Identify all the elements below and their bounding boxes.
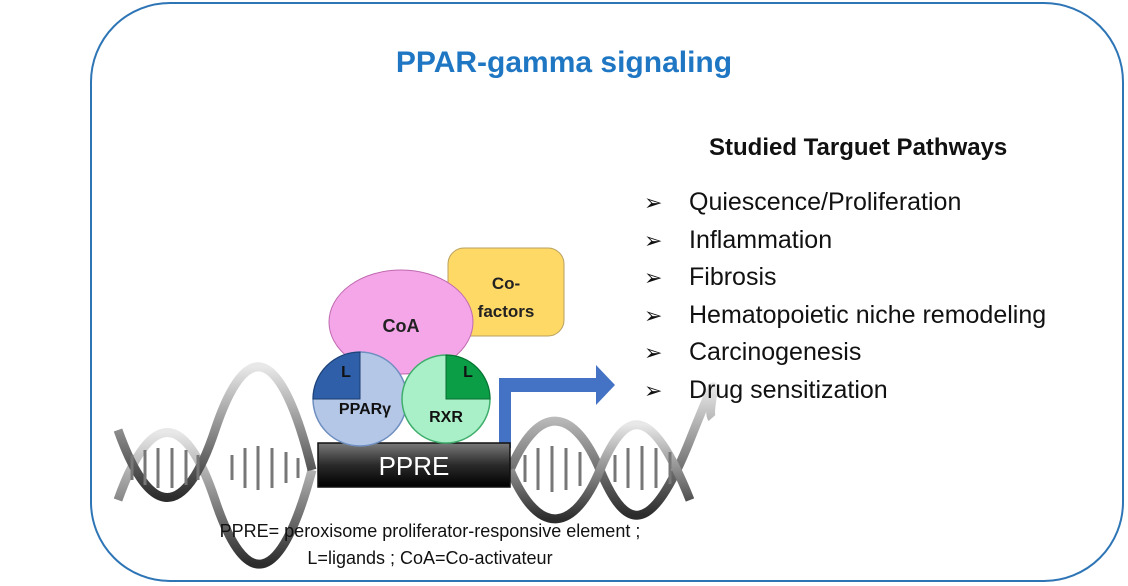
pathway-label: Fibrosis	[689, 263, 777, 292]
pathway-item: ➢ Inflammation	[644, 222, 1046, 260]
ligand-left-label: L	[341, 364, 351, 381]
ppre-label: PPRE	[379, 451, 450, 481]
legend-caption: PPRE= peroxisome proliferator-responsive…	[150, 518, 710, 572]
pathway-item: ➢ Quiescence/Proliferation	[644, 184, 1046, 222]
page-title: PPAR-gamma signaling	[395, 46, 733, 79]
pathway-label: Drug sensitization	[689, 375, 888, 404]
pathway-label: Carcinogenesis	[689, 338, 862, 367]
pathways-list: ➢Quiescence/Proliferation ➢Inflammation …	[644, 184, 1046, 410]
ligand-left-wedge	[312, 351, 361, 400]
pathway-item: ➢ Hematopoietic niche remodeling	[644, 297, 1046, 335]
transcription-arrow	[499, 365, 615, 448]
cofactors-label-2: factors	[478, 302, 535, 321]
pathway-label: Quiescence/Proliferation	[689, 188, 962, 216]
ppre-box	[317, 442, 511, 488]
pathway-item: ➢ Drug sensitization	[644, 372, 1046, 410]
ligand-right-wedge	[445, 354, 491, 400]
ppar-gamma-label: PPARγ	[339, 401, 391, 418]
pathway-item: ➢ Fibrosis	[644, 259, 1046, 297]
dna-helix-left	[113, 362, 317, 569]
bullet-arrow-icon: ➢	[644, 377, 663, 403]
coa-label: CoA	[383, 316, 420, 336]
ligand-right-label: L	[463, 364, 473, 381]
bullet-arrow-icon: ➢	[644, 302, 663, 328]
caption-line-2: L=ligands ; CoA=Co-activateur	[307, 548, 553, 568]
cofactors-label-1: Co-	[492, 274, 520, 293]
pathways-heading: Studied Targuet Pathways	[709, 134, 1008, 161]
rxr-label: RXR	[429, 409, 463, 426]
coa-ellipse	[328, 269, 474, 375]
caption-line-1: PPRE= peroxisome proliferator-responsive…	[219, 521, 641, 541]
pathway-item: ➢ Carcinogenesis	[644, 334, 1046, 372]
bullet-arrow-icon: ➢	[644, 340, 663, 366]
rounded-frame	[90, 2, 1124, 582]
bullet-arrow-icon: ➢	[644, 227, 663, 253]
pathway-label: Inflammation	[689, 225, 833, 254]
bullet-arrow-icon: ➢	[644, 190, 663, 215]
bullet-arrow-icon: ➢	[644, 265, 663, 291]
dna-helix-right	[505, 382, 718, 524]
pathway-label: Hematopoietic niche remodeling	[689, 300, 1047, 329]
